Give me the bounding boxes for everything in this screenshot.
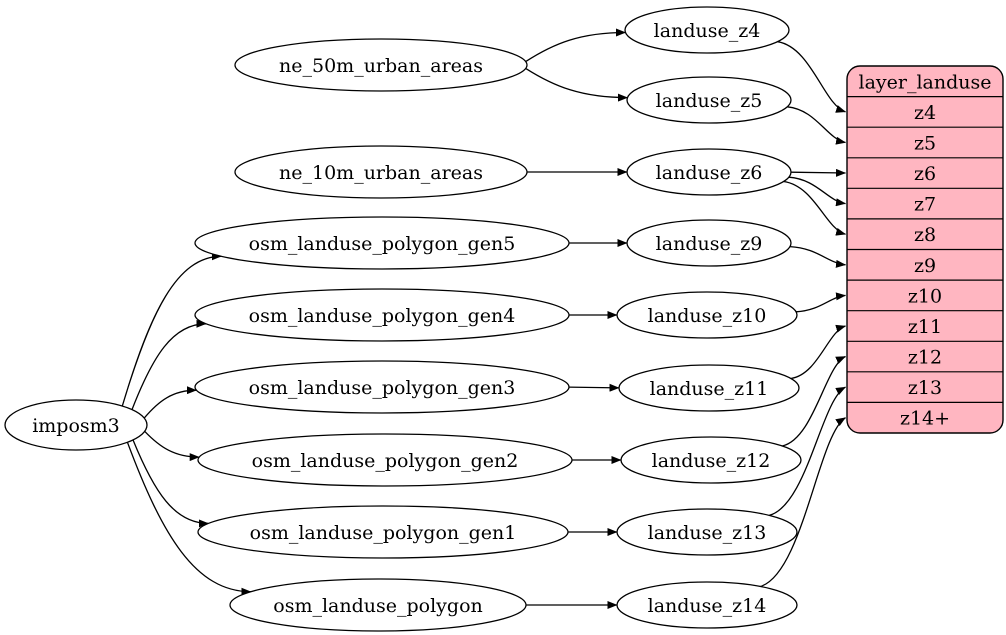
node-shape-landuse_z4 bbox=[624, 6, 790, 54]
node-shape-landuse_z6 bbox=[626, 148, 792, 196]
edge-landuse_z6-row-z8 bbox=[783, 180, 846, 236]
node-label-osm_landuse_polygon_gen2: osm_landuse_polygon_gen2 bbox=[252, 450, 519, 472]
node-osm_landuse_polygon_gen5: osm_landuse_polygon_gen5 bbox=[194, 216, 570, 270]
node-shape-landuse_z9 bbox=[626, 219, 792, 267]
edge-landuse_z14-row-z14+ bbox=[760, 417, 846, 588]
node-shape-landuse_z10 bbox=[616, 291, 798, 339]
node-label-landuse_z9: landuse_z9 bbox=[656, 233, 763, 255]
node-landuse_z13: landuse_z13 bbox=[616, 508, 798, 556]
node-landuse_z14: landuse_z14 bbox=[616, 581, 798, 629]
node-shape-landuse_z12 bbox=[620, 436, 802, 484]
node-label-landuse_z6: landuse_z6 bbox=[656, 162, 763, 184]
table-row-z4: z4 bbox=[914, 102, 936, 124]
table-row-z11: z11 bbox=[908, 316, 942, 338]
node-label-ne_50m_urban_areas: ne_50m_urban_areas bbox=[279, 55, 483, 77]
edge-imposm3-osm_landuse_polygon_gen5 bbox=[121, 252, 222, 407]
edge-landuse_z9-row-z9 bbox=[789, 245, 846, 268]
node-label-osm_landuse_polygon_gen1: osm_landuse_polygon_gen1 bbox=[250, 522, 517, 544]
edge-imposm3-osm_landuse_polygon_gen1 bbox=[132, 439, 209, 528]
node-label-landuse_z13: landuse_z13 bbox=[648, 522, 767, 544]
nodes-layer: imposm3 ne_50m_urban_areas ne_10m_urban_ar… bbox=[4, 6, 802, 632]
node-shape-osm_landuse_polygon_gen1 bbox=[197, 505, 569, 559]
node-label-landuse_z10: landuse_z10 bbox=[648, 305, 767, 327]
node-shape-osm_landuse_polygon_gen4 bbox=[194, 288, 570, 342]
node-shape-ne_50m_urban_areas bbox=[234, 38, 528, 92]
edge-landuse_z11-row-z11 bbox=[790, 324, 846, 380]
node-label-ne_10m_urban_areas: ne_10m_urban_areas bbox=[279, 162, 483, 184]
node-label-osm_landuse_polygon_gen4: osm_landuse_polygon_gen4 bbox=[249, 305, 516, 327]
node-label-landuse_z5: landuse_z5 bbox=[656, 90, 763, 112]
node-shape-landuse_z11 bbox=[618, 364, 800, 412]
node-landuse_z9: landuse_z9 bbox=[626, 219, 792, 267]
edge-imposm3-osm_landuse_polygon bbox=[126, 441, 252, 596]
node-label-landuse_z11: landuse_z11 bbox=[650, 378, 769, 400]
node-label-landuse_z14: landuse_z14 bbox=[648, 595, 767, 617]
node-landuse_z6: landuse_z6 bbox=[626, 148, 792, 196]
node-label-osm_landuse_polygon_gen5: osm_landuse_polygon_gen5 bbox=[249, 233, 516, 255]
node-osm_landuse_polygon_gen3: osm_landuse_polygon_gen3 bbox=[194, 360, 570, 414]
node-label-landuse_z4: landuse_z4 bbox=[654, 20, 761, 42]
edge-landuse_z6-row-z7 bbox=[788, 176, 846, 207]
node-landuse_z12: landuse_z12 bbox=[620, 436, 802, 484]
node-label-osm_landuse_polygon_gen3: osm_landuse_polygon_gen3 bbox=[249, 377, 516, 399]
node-landuse_z11: landuse_z11 bbox=[618, 364, 800, 412]
table-row-z14+: z14+ bbox=[900, 408, 950, 430]
edge-landuse_z10-row-z10 bbox=[796, 292, 846, 313]
node-shape-osm_landuse_polygon bbox=[229, 578, 527, 632]
table-row-z5: z5 bbox=[914, 133, 936, 155]
table-header: layer_landuse bbox=[859, 71, 992, 93]
table-row-z13: z13 bbox=[908, 377, 942, 399]
edge-imposm3-osm_landuse_polygon_gen4 bbox=[131, 319, 207, 410]
node-landuse_z10: landuse_z10 bbox=[616, 291, 798, 339]
node-shape-landuse_z5 bbox=[626, 76, 792, 124]
node-osm_landuse_polygon_gen2: osm_landuse_polygon_gen2 bbox=[197, 433, 573, 487]
table-row-z12: z12 bbox=[908, 347, 942, 369]
edge-ne_50m_urban_areas-landuse_z5 bbox=[525, 67, 628, 102]
table-layer-landuse: layer_landuse z4 z5 z6 z7 z8 z9 z10 z11 z12 z13 z14… bbox=[846, 65, 1004, 434]
node-landuse_z4: landuse_z4 bbox=[624, 6, 790, 54]
node-label-imposm3: imposm3 bbox=[32, 415, 120, 437]
node-shape-osm_landuse_polygon_gen2 bbox=[197, 433, 573, 487]
node-landuse_z5: landuse_z5 bbox=[626, 76, 792, 124]
node-ne_50m_urban_areas: ne_50m_urban_areas bbox=[234, 38, 528, 92]
node-label-osm_landuse_polygon: osm_landuse_polygon bbox=[273, 595, 483, 617]
table-row-z6: z6 bbox=[914, 163, 936, 185]
table-row-z9: z9 bbox=[914, 255, 936, 277]
node-shape-osm_landuse_polygon_gen3 bbox=[194, 360, 570, 414]
edge-landuse_z13-row-z13 bbox=[769, 386, 846, 517]
edges-layer bbox=[121, 28, 846, 609]
node-osm_landuse_polygon_gen4: osm_landuse_polygon_gen4 bbox=[194, 288, 570, 342]
node-osm_landuse_polygon: osm_landuse_polygon bbox=[229, 578, 527, 632]
edge-imposm3-osm_landuse_polygon_gen3 bbox=[143, 386, 197, 419]
edge-landuse_z4-row-z4 bbox=[777, 41, 846, 113]
node-osm_landuse_polygon_gen1: osm_landuse_polygon_gen1 bbox=[197, 505, 569, 559]
node-shape-landuse_z13 bbox=[616, 508, 798, 556]
edge-osm_landuse_polygon_gen3-landuse_z11 bbox=[568, 383, 620, 392]
edge-ne_50m_urban_areas-landuse_z4 bbox=[525, 28, 626, 63]
table-row-z10: z10 bbox=[908, 285, 942, 307]
edge-landuse_z5-row-z5 bbox=[787, 106, 846, 145]
node-shape-ne_10m_urban_areas bbox=[234, 145, 528, 199]
table-row-z8: z8 bbox=[914, 224, 936, 246]
node-imposm3: imposm3 bbox=[4, 399, 148, 451]
node-shape-imposm3 bbox=[4, 399, 148, 451]
node-shape-osm_landuse_polygon_gen5 bbox=[194, 216, 570, 270]
edge-landuse_z12-row-z12 bbox=[782, 355, 846, 447]
node-label-landuse_z12: landuse_z12 bbox=[652, 450, 771, 472]
node-shape-landuse_z14 bbox=[616, 581, 798, 629]
edge-imposm3-osm_landuse_polygon_gen2 bbox=[144, 430, 200, 462]
edge-landuse_z6-row-z6 bbox=[790, 168, 846, 177]
table-row-z7: z7 bbox=[914, 194, 936, 216]
node-ne_10m_urban_areas: ne_10m_urban_areas bbox=[234, 145, 528, 199]
